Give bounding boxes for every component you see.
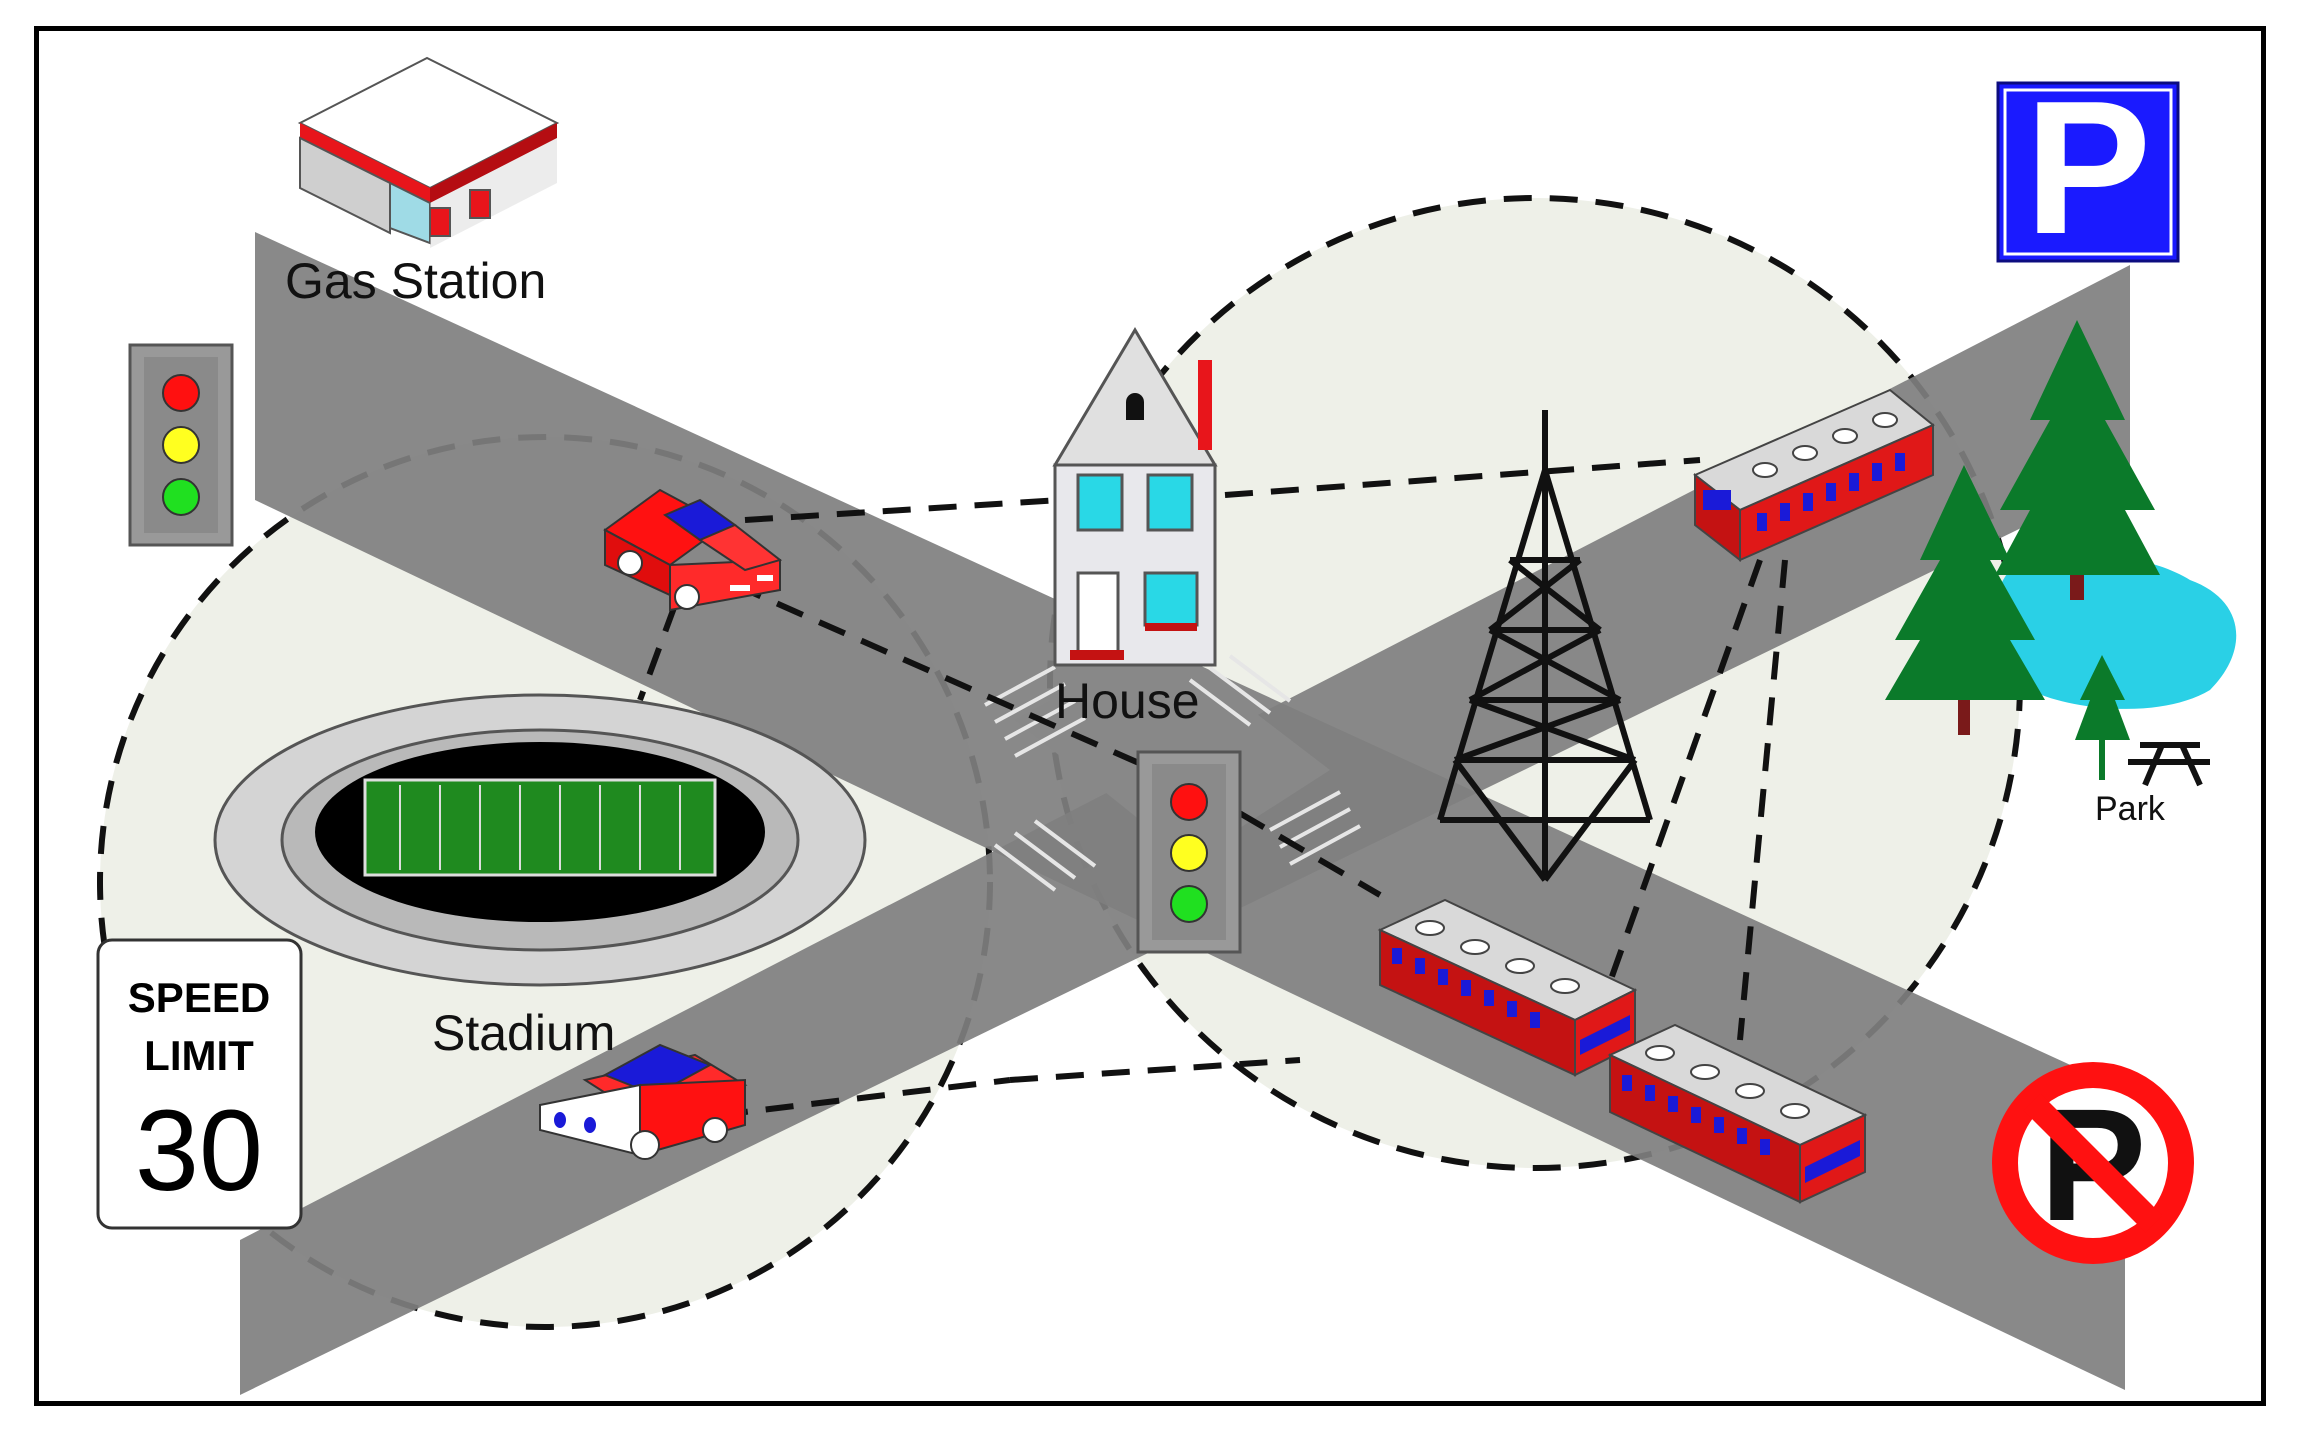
park-area: Park <box>1885 320 2237 828</box>
traffic-light-icon <box>1136 750 1242 954</box>
stadium-label: Stadium <box>432 1005 615 1061</box>
speed-limit-sign-icon: SPEED LIMIT 30 <box>96 938 303 1230</box>
car-icon <box>539 1043 748 1160</box>
train-car-icon <box>1607 1023 1868 1204</box>
parking-sign-letter: P <box>2025 62 2152 274</box>
gas-station-label: Gas Station <box>285 253 546 309</box>
tree-icon <box>2075 655 2130 780</box>
communication-links <box>637 457 1788 1118</box>
traffic-light-icon <box>128 343 234 547</box>
road-intersection <box>1015 640 1330 860</box>
house-label: House <box>1055 673 1200 729</box>
no-parking-sign-icon: P <box>1992 1062 2194 1264</box>
tree-icon <box>1885 465 2045 735</box>
radio-tower-icon <box>1437 410 1653 882</box>
tree-icon <box>1995 320 2160 600</box>
speed-sign-line2: LIMIT <box>144 1032 254 1079</box>
speed-sign-value: 30 <box>135 1087 263 1215</box>
train-car-icon <box>1693 388 1935 563</box>
train-car-icon <box>1377 898 1638 1077</box>
park-label: Park <box>2095 790 2166 828</box>
speed-sign-line1: SPEED <box>128 974 270 1021</box>
gas-station-icon <box>297 56 560 248</box>
house-icon <box>1052 327 1218 667</box>
picnic-table-icon <box>2128 742 2210 787</box>
car-icon <box>603 488 783 612</box>
pond-icon <box>1993 553 2237 709</box>
parking-sign-icon: P <box>1996 62 2180 274</box>
stadium-icon <box>213 693 867 987</box>
crosswalks <box>984 654 1361 892</box>
